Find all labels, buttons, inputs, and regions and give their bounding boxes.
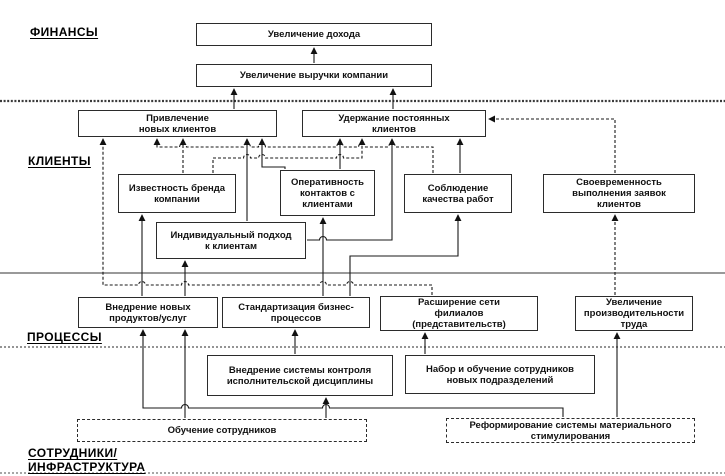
node-brand: Известность бренда компании	[118, 174, 236, 213]
node-newprod: Внедрение новых продуктов/услуг	[78, 297, 218, 328]
node-individual: Индивидуальный подход к клиентам	[156, 222, 306, 259]
perspective-label-processes: ПРОЦЕССЫ	[27, 330, 102, 344]
perspective-label-finance: ФИНАНСЫ	[30, 25, 99, 39]
edge-timely-retain	[488, 115, 616, 173]
node-hiring: Набор и обучение сотрудников новых подра…	[405, 355, 595, 394]
node-branches: Расширение сети филиалов (представительс…	[380, 296, 538, 331]
edge-standard-quality	[349, 214, 462, 296]
node-control: Внедрение системы контроля исполнительск…	[207, 355, 393, 396]
node-timely: Своевременность выполнения заявок клиент…	[543, 174, 695, 213]
edge-incentive-newprod	[139, 329, 564, 417]
node-productivity: Увеличение производительности труда	[575, 296, 693, 331]
node-standard: Стандартизация бизнес- процессов	[222, 297, 370, 328]
perspective-label-staff: СОТРУДНИКИ/ ИНФРАСТРУКТУРА	[28, 446, 146, 474]
perspective-label-staff-line1: СОТРУДНИКИ/	[28, 446, 118, 460]
edge-individual-retain	[307, 138, 396, 241]
node-income: Увеличение дохода	[196, 23, 432, 46]
node-revenue: Увеличение выручки компании	[196, 64, 432, 87]
node-retain: Удержание постоянных клиентов	[302, 110, 486, 137]
node-incentive: Реформирование системы материального сти…	[446, 418, 695, 443]
edge-contacts-attract	[258, 138, 286, 169]
node-quality: Соблюдение качества работ	[404, 174, 512, 213]
edge-brand-retain	[212, 138, 366, 173]
node-attract: Привлечение новых клиентов	[78, 110, 277, 137]
edge-branches-attract	[99, 138, 433, 295]
perspective-label-staff-line2: ИНФРАСТРУКТУРА	[28, 460, 146, 474]
node-contacts: Оперативность контактов с клиентами	[280, 170, 375, 216]
perspective-label-clients: КЛИЕНТЫ	[28, 154, 91, 168]
node-training: Обучение сотрудников	[77, 419, 367, 442]
edge-quality-attract	[153, 138, 434, 173]
